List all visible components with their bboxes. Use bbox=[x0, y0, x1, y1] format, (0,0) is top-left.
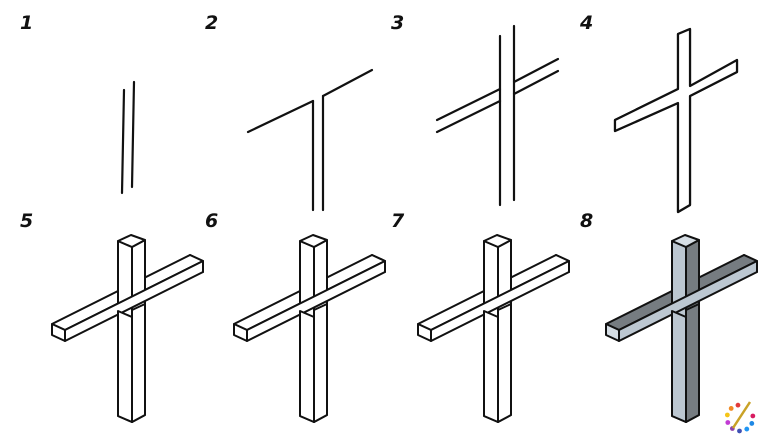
logo-dot bbox=[749, 421, 755, 426]
step-number-2: 2 bbox=[205, 12, 219, 34]
step-6-drawing bbox=[233, 234, 386, 423]
step-number-3: 3 bbox=[391, 12, 405, 34]
post-top-face bbox=[299, 234, 328, 248]
step-2-drawing bbox=[246, 68, 374, 212]
post-front-lower bbox=[483, 310, 499, 423]
step-number-1: 1 bbox=[20, 12, 34, 34]
step-number-5: 5 bbox=[20, 210, 34, 232]
post-side-lower bbox=[313, 303, 328, 423]
logo-dot bbox=[750, 413, 756, 419]
step-number-6: 6 bbox=[205, 210, 219, 232]
post-front-lower bbox=[671, 310, 687, 423]
crossbar-left-end bbox=[51, 323, 66, 342]
logo-dot bbox=[744, 426, 750, 432]
logo-dot bbox=[728, 406, 734, 411]
step-7-drawing bbox=[417, 234, 570, 423]
post-side-lower bbox=[497, 303, 512, 423]
post-top-face bbox=[671, 234, 700, 248]
crossbar-left-end bbox=[605, 323, 620, 342]
step-3-drawing bbox=[435, 24, 560, 207]
step-5-drawing bbox=[51, 234, 204, 423]
logo-dot bbox=[724, 412, 730, 418]
post-front-lower bbox=[299, 310, 315, 423]
post-top-face bbox=[117, 234, 146, 248]
logo-dot bbox=[735, 402, 741, 408]
crossbar-left-end bbox=[233, 323, 248, 342]
logo bbox=[724, 401, 756, 434]
step-8-drawing bbox=[605, 234, 758, 423]
step-1-drawing bbox=[120, 80, 136, 195]
brush-icon bbox=[731, 401, 752, 429]
post-side-lower bbox=[685, 303, 700, 423]
step-number-4: 4 bbox=[580, 12, 594, 34]
post-front-lower bbox=[117, 310, 133, 423]
logo-dot bbox=[725, 420, 731, 425]
step-4-drawing bbox=[613, 27, 739, 214]
crossbar-left-end bbox=[417, 323, 432, 342]
step-number-7: 7 bbox=[391, 210, 405, 232]
step-number-8: 8 bbox=[580, 210, 594, 232]
post-side-lower bbox=[131, 303, 146, 423]
post-top-face bbox=[483, 234, 512, 248]
logo-dot bbox=[737, 428, 742, 434]
